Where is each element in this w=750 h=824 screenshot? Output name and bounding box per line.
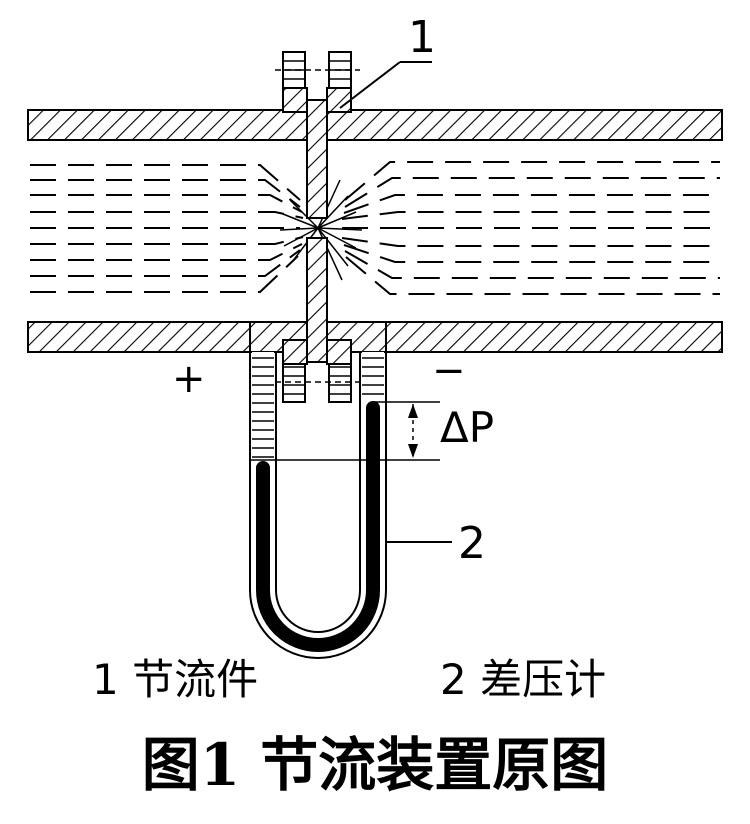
delta-p-label: ΔP (440, 403, 494, 452)
plus-sign: + (172, 356, 206, 402)
legend-item-1: 1 节流件 (92, 655, 258, 704)
delta-p-dimension (250, 401, 440, 461)
leader-line-1 (339, 61, 401, 109)
pipe-upper-wall (27, 109, 723, 141)
legend-item-2: 2 差压计 (440, 655, 606, 704)
minus-sign: − (432, 348, 466, 394)
callout-1: 1 (408, 12, 436, 63)
orifice-plate (306, 99, 328, 363)
u-tube-manometer (249, 322, 387, 659)
flow-lines (30, 161, 720, 295)
orifice-jet (279, 179, 363, 281)
upper-flange (275, 51, 360, 113)
callout-2: 2 (458, 518, 486, 569)
lower-flange (275, 339, 360, 403)
figure-caption: 图1 节流装置原图 (142, 731, 609, 799)
pipe-lower-wall (27, 321, 723, 353)
